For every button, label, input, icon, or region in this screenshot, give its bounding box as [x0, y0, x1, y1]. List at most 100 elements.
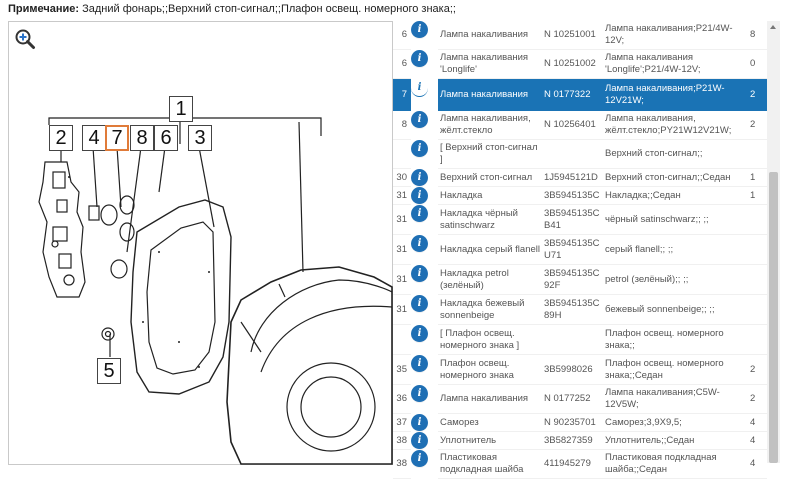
info-icon[interactable]: i [413, 433, 426, 447]
row-info-cell: i [411, 431, 428, 450]
row-info-cell: i [411, 294, 428, 313]
row-pos-number [393, 324, 411, 355]
info-icon[interactable]: i [413, 206, 426, 220]
row-part-name: Лампа накаливания [438, 21, 542, 50]
row-description: Лампа накаливания;P21W-12V21W; [603, 78, 744, 111]
callout-8[interactable]: 8 [130, 125, 154, 151]
row-description: Верхний стоп-сигнал;; [603, 139, 744, 169]
row-quantity: 4 [744, 431, 767, 450]
info-icon[interactable]: i [413, 80, 426, 94]
row-description: чёрный satinschwarz;; ;; [603, 204, 744, 235]
row-part-name: Уплотнитель [438, 431, 542, 450]
row-quantity: 4 [744, 449, 767, 479]
row-part-number: 3B5945135C [542, 186, 603, 205]
row-quantity: 1 [744, 186, 767, 205]
row-part-name: Верхний стоп-сигнал [438, 168, 542, 187]
row-description: бежевый sonnenbeige;; ;; [603, 294, 744, 325]
parts-diagram[interactable]: 1 2 4 7 8 6 3 5 [8, 21, 393, 465]
row-pos-number: 37 [393, 413, 411, 432]
row-part-number: 3B5945135C 92F [542, 264, 603, 295]
info-icon[interactable]: i [413, 236, 426, 250]
info-icon[interactable]: i [413, 386, 426, 400]
info-icon[interactable]: i [413, 188, 426, 202]
row-pos-number: 31 [393, 264, 411, 295]
row-info-cell: i [411, 21, 428, 39]
row-description: Лампа накаливания;C5W-12V5W; [603, 384, 744, 414]
row-part-number: 3B5945135C 89H [542, 294, 603, 325]
row-pos-number: 38 [393, 449, 411, 479]
row-pos-number: 7 [393, 78, 411, 111]
callout-5[interactable]: 5 [97, 358, 121, 384]
row-part-name: Пластиковая подкладная шайба [438, 449, 542, 479]
info-icon[interactable]: i [413, 170, 426, 184]
scrollbar-thumb[interactable] [769, 172, 778, 463]
info-icon[interactable]: i [413, 23, 426, 36]
info-icon[interactable]: i [413, 266, 426, 280]
table-row[interactable]: i[ Верхний стоп-сигнал ]Верхний стоп-сиг… [393, 139, 767, 169]
info-icon[interactable]: i [413, 356, 426, 370]
row-quantity: 2 [744, 354, 767, 385]
row-part-number: N 0177322 [542, 78, 603, 111]
row-info-cell: i [411, 384, 428, 403]
row-part-name: Накладка серый flanell [438, 234, 542, 265]
row-part-number: N 90235701 [542, 413, 603, 432]
row-pos-number: 30 [393, 168, 411, 187]
row-pos-number: 31 [393, 234, 411, 265]
info-icon[interactable]: i [413, 296, 426, 310]
callout-7[interactable]: 7 [105, 125, 129, 151]
row-part-name: Лампа накаливания 'Longlife' [438, 49, 542, 79]
row-part-number [542, 139, 603, 169]
info-icon[interactable]: i [413, 51, 426, 65]
zoom-in-icon[interactable] [14, 28, 36, 50]
row-part-name: Накладка [438, 186, 542, 205]
row-info-cell: i [411, 449, 428, 468]
row-part-number: N 10251001 [542, 21, 603, 50]
row-part-name: [ Плафон освещ. номерного знака ] [438, 324, 542, 355]
row-part-number: N 10251002 [542, 49, 603, 79]
row-quantity [744, 139, 767, 169]
info-icon[interactable]: i [413, 141, 426, 155]
row-info-cell: i [411, 413, 428, 432]
parts-list-scrollbar[interactable] [767, 21, 780, 463]
row-quantity [744, 294, 767, 325]
row-description: Плафон освещ. номерного знака;;Седан [603, 354, 744, 385]
row-info-cell: i [411, 234, 428, 253]
callout-2[interactable]: 2 [49, 125, 73, 151]
row-description: серый flanell;; ;; [603, 234, 744, 265]
callout-4[interactable]: 4 [82, 125, 106, 151]
info-icon[interactable]: i [413, 415, 426, 429]
callout-6[interactable]: 6 [154, 125, 178, 151]
row-part-number: 3B5945135C B41 [542, 204, 603, 235]
row-info-cell: i [411, 110, 428, 129]
row-part-name: Лампа накаливания, жёлт.стекло [438, 110, 542, 140]
table-row[interactable]: i[ Плафон освещ. номерного знака ]Плафон… [393, 324, 767, 355]
row-part-number [542, 324, 603, 355]
info-icon[interactable]: i [413, 112, 426, 126]
note-line: Примечание: Задний фонарь;;Верхний стоп-… [8, 3, 456, 15]
info-icon[interactable]: i [413, 326, 426, 340]
scroll-up-arrow-icon[interactable] [767, 21, 780, 34]
row-part-number: 3B5945135C U71 [542, 234, 603, 265]
info-icon[interactable]: i [413, 451, 426, 465]
row-quantity: 2 [744, 110, 767, 140]
callout-1[interactable]: 1 [169, 96, 193, 122]
row-pos-number: 6 [393, 49, 411, 79]
callout-3[interactable]: 3 [188, 125, 212, 151]
